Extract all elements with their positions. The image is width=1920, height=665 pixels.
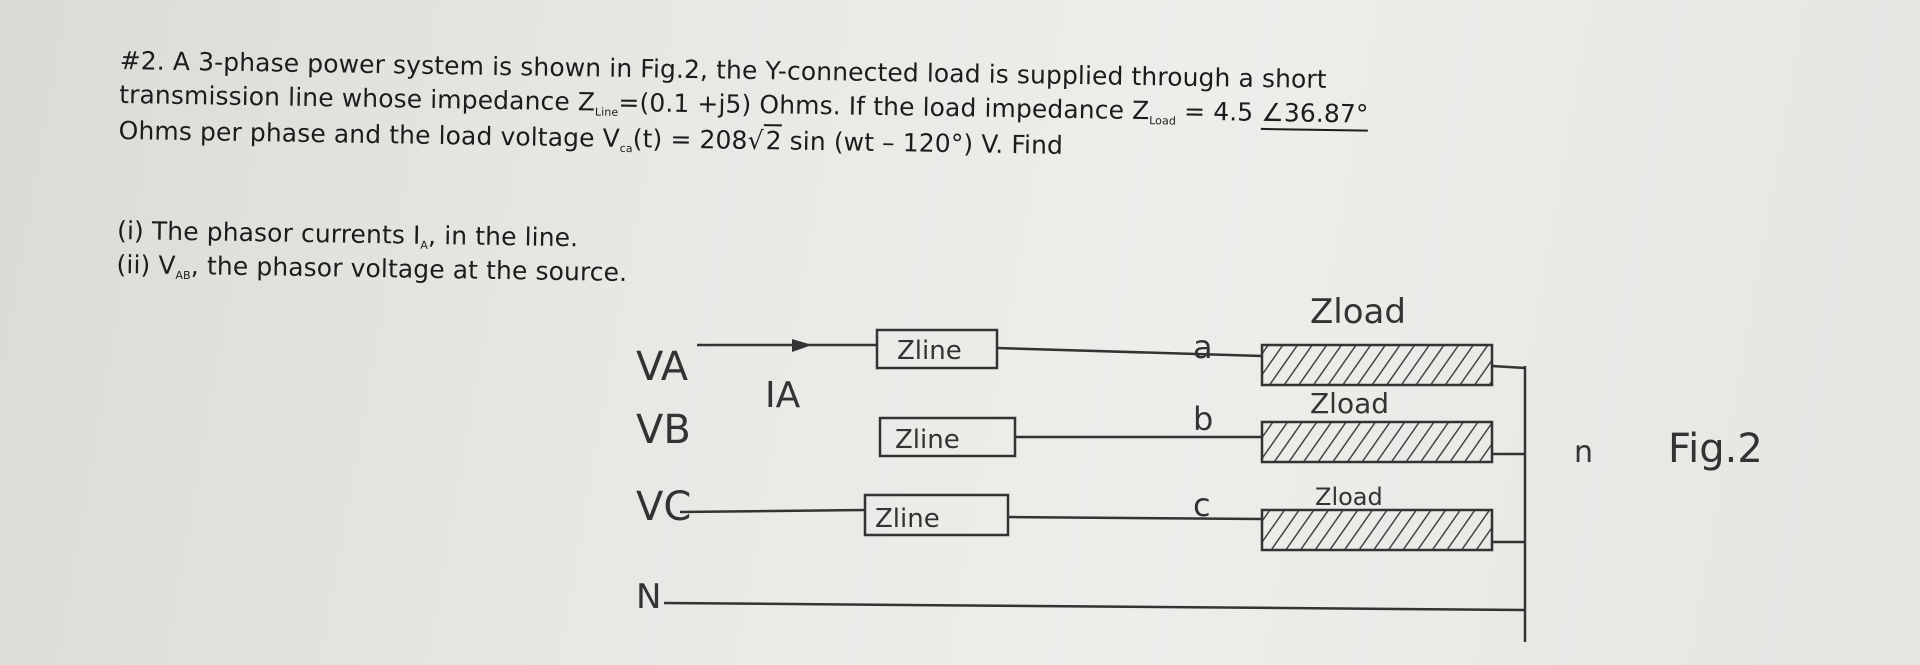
line-impedance-a-label: Zline (897, 336, 962, 366)
node-a-label: a (1193, 328, 1213, 366)
line-impedance-c (863, 493, 1010, 537)
source-label-a: VA (636, 344, 689, 390)
load-a-label: Zload (1310, 292, 1406, 332)
figure-label: Fig.2 (1668, 426, 1763, 472)
neutral-label: N (636, 577, 661, 617)
source-label-c: VC (636, 484, 691, 530)
wire-a-out (996, 346, 1263, 358)
neutral-wire (663, 601, 1526, 612)
source-label-b: VB (636, 407, 691, 453)
line-impedance-b (878, 416, 1017, 458)
load-impedance-a (1260, 343, 1494, 387)
node-b-label: b (1193, 400, 1213, 438)
wire-c-out (1007, 515, 1263, 521)
line-impedance-a (875, 328, 999, 370)
line-impedance-c-label: Zline (875, 504, 940, 534)
load-impedance-c (1260, 508, 1494, 552)
load-c-label: Zload (1315, 483, 1383, 511)
load-b-label: Zload (1310, 387, 1389, 420)
star-tie-a (1491, 364, 1526, 370)
node-c-label: c (1193, 486, 1211, 524)
wire-c-in (679, 508, 866, 514)
node-n-label: n (1574, 435, 1593, 470)
current-label: IA (765, 375, 801, 416)
line-impedance-b-label: Zline (895, 425, 960, 455)
load-impedance-b (1260, 420, 1494, 464)
